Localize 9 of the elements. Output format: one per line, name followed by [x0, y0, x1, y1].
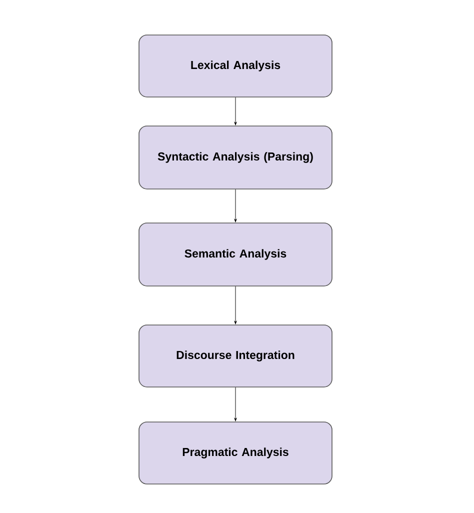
- arrow: [234, 387, 237, 422]
- process-box: Semantic Analysis: [138, 222, 332, 286]
- arrow: [234, 97, 237, 126]
- arrow: [234, 286, 237, 324]
- process-box: Discourse Integration: [138, 324, 332, 388]
- process-box: Lexical Analysis: [138, 34, 332, 98]
- arrow: [234, 189, 237, 222]
- process-box: Syntactic Analysis (Parsing): [138, 126, 332, 190]
- process-box: Pragmatic Analysis: [138, 422, 332, 484]
